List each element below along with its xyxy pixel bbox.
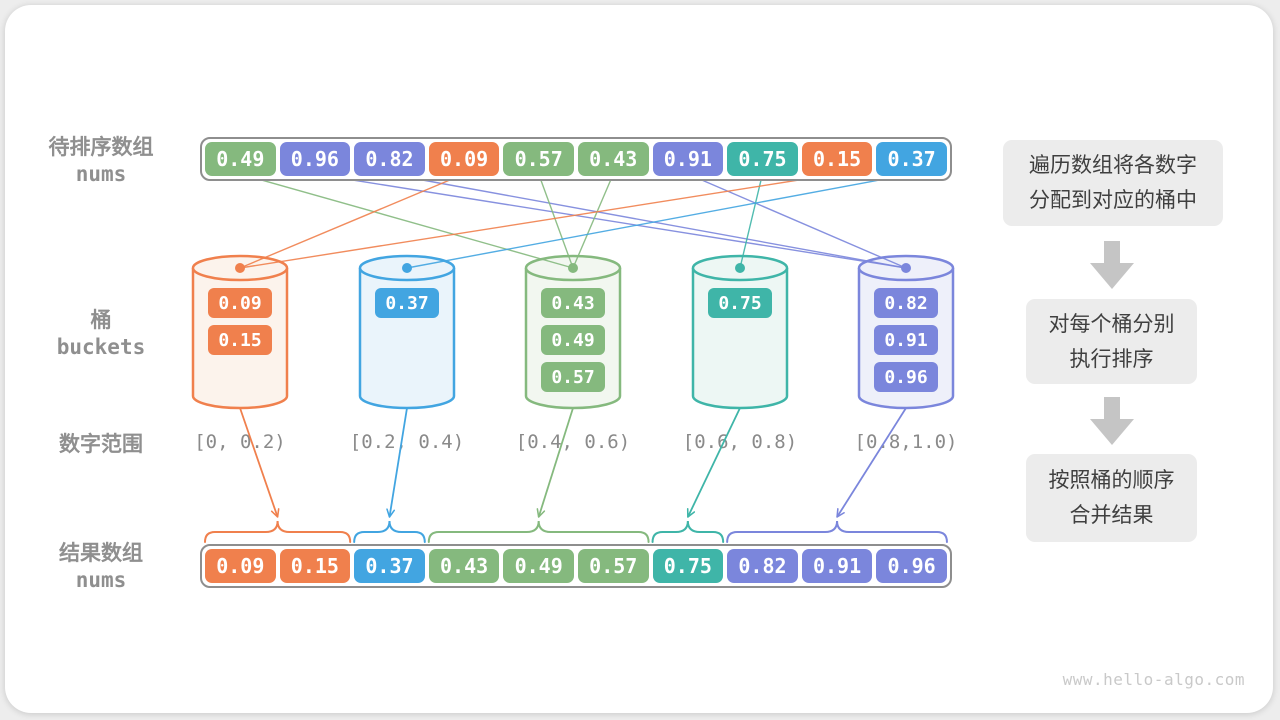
flow-step-3-line2: 合并结果	[1069, 503, 1154, 527]
array-cell: 0.75	[652, 549, 724, 583]
ranges-label: 数字范围	[6, 431, 196, 458]
array-cell: 0.75	[727, 142, 798, 176]
input-array-label-cn: 待排序数组	[48, 135, 154, 159]
array-cell: 0.57	[503, 142, 574, 176]
flow-step-2-line2: 执行排序	[1069, 346, 1154, 371]
flow-arrow-down-icon	[1090, 241, 1134, 289]
buckets-label-en: buckets	[56, 335, 146, 359]
bucket-value-chip: 0.49	[541, 325, 605, 355]
bucket-range-label: [0.2, 0.4)	[349, 431, 465, 453]
array-cell: 0.96	[876, 549, 947, 583]
array-cell: 0.91	[652, 142, 724, 176]
bucket-range-label: [0.6, 0.8)	[682, 431, 798, 453]
array-cell: 0.15	[801, 142, 873, 176]
array-cell: 0.09	[428, 142, 500, 176]
bucket-value-chip: 0.57	[541, 362, 605, 392]
flow-step-3-line1: 按照桶的顺序	[1048, 468, 1175, 492]
bucket-range-label: [0, 0.2)	[194, 431, 286, 453]
bucket-value-chip: 0.82	[874, 288, 938, 318]
array-cell: 0.57	[577, 549, 649, 583]
array-cell: 0.49	[503, 549, 574, 583]
flow-step-1-line2: 分配到对应的桶中	[1029, 188, 1197, 212]
result-array-label-cn: 结果数组	[59, 541, 143, 565]
array-cell: 0.91	[801, 549, 873, 583]
array-cell: 0.37	[354, 549, 425, 583]
array-cell: 0.09	[205, 549, 276, 583]
flow-step-2-line1: 对每个桶分别	[1048, 311, 1175, 336]
bucket-range-label: [0.8,1.0)	[854, 431, 958, 453]
ranges-label-cn: 数字范围	[59, 432, 143, 456]
flow-step-1: 遍历数组将各数字 分配到对应的桶中	[1003, 140, 1223, 226]
bucket-value-chip: 0.09	[208, 288, 272, 318]
buckets-label-cn: 桶	[90, 308, 112, 332]
flow-step-3: 按照桶的顺序 合并结果	[1026, 454, 1197, 542]
buckets-label: 桶 buckets	[6, 307, 196, 361]
watermark: www.hello-algo.com	[1062, 670, 1245, 689]
bucket-value-chip: 0.91	[874, 325, 938, 355]
array-cell: 0.82	[727, 549, 798, 583]
bucket-range-label: [0.4, 0.6)	[515, 431, 631, 453]
input-array-label: 待排序数组 nums	[6, 134, 196, 188]
result-array-label-en: nums	[75, 568, 127, 592]
array-cell: 0.82	[354, 142, 425, 176]
bucket-value-chip: 0.75	[708, 288, 772, 318]
array-cell: 0.37	[876, 142, 947, 176]
array-cell: 0.96	[279, 142, 351, 176]
array-cell: 0.43	[577, 142, 649, 176]
array-cell: 0.49	[205, 142, 276, 176]
flow-step-1-line1: 遍历数组将各数字	[1029, 153, 1197, 177]
result-array-label: 结果数组 nums	[6, 540, 196, 594]
bucket-value-chip: 0.15	[208, 325, 272, 355]
array-cell: 0.43	[428, 549, 500, 583]
bucket-value-chip: 0.37	[375, 288, 439, 318]
flow-arrow-down-icon	[1090, 397, 1134, 445]
array-cell: 0.15	[279, 549, 351, 583]
flow-step-2: 对每个桶分别 执行排序	[1026, 299, 1197, 384]
bucket-value-chip: 0.96	[874, 362, 938, 392]
bucket-value-chip: 0.43	[541, 288, 605, 318]
input-array-label-en: nums	[75, 162, 127, 186]
